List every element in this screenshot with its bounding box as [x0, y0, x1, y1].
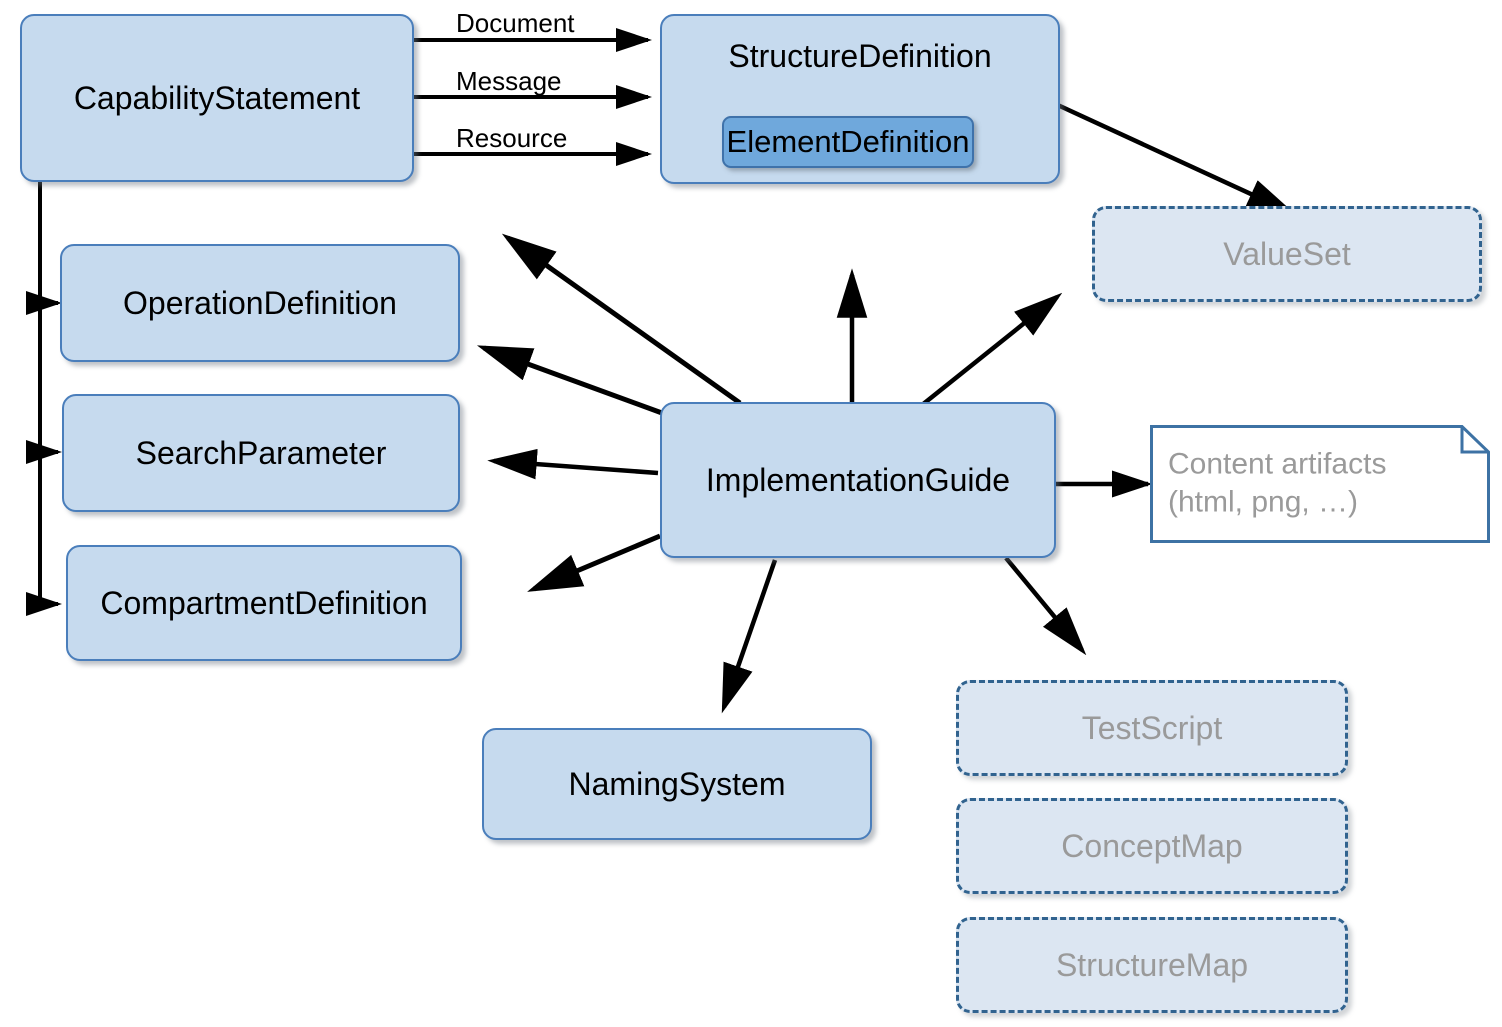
edge-ig-to-structuredefinition [501, 233, 742, 406]
edge-ig-to-operationdefinition [476, 345, 663, 416]
edge-ig-to-compartmentdefinition [527, 533, 661, 592]
note-shape-icon [1150, 425, 1490, 543]
node-element-definition[interactable]: ElementDefinition [722, 116, 974, 168]
node-test-script[interactable]: TestScript [956, 680, 1348, 776]
node-structure-definition[interactable]: StructureDefinition ElementDefinition [660, 14, 1060, 184]
edge-ig-to-testscript [1004, 556, 1087, 656]
node-label-structure-map: StructureMap [1055, 946, 1249, 983]
node-label-structure-definition: StructureDefinition [728, 38, 992, 74]
edge-label-message: Message [456, 66, 562, 96]
edge-label-resource: Resource [456, 123, 568, 153]
node-label-operation-definition: OperationDefinition [123, 284, 397, 321]
node-capability-statement[interactable]: CapabilityStatement [20, 14, 414, 182]
node-content-artifacts[interactable]: Content artifacts (html, png, …) [1150, 425, 1490, 543]
node-label-element-definition: ElementDefinition [726, 124, 970, 159]
node-label-capability-statement: CapabilityStatement [73, 79, 361, 116]
edge-ig-to-searchparameter [487, 448, 659, 480]
edge-ig-to-namingsystem [721, 559, 778, 714]
node-label-search-parameter: SearchParameter [135, 434, 387, 471]
node-concept-map[interactable]: ConceptMap [956, 798, 1348, 894]
node-implementation-guide[interactable]: ImplementationGuide [660, 402, 1056, 558]
node-compartment-definition[interactable]: CompartmentDefinition [66, 545, 462, 661]
node-label-value-set: ValueSet [1223, 235, 1351, 272]
node-label-naming-system: NamingSystem [568, 765, 786, 802]
node-label-compartment-definition: CompartmentDefinition [100, 584, 428, 621]
node-value-set[interactable]: ValueSet [1092, 206, 1482, 302]
node-naming-system[interactable]: NamingSystem [482, 728, 872, 840]
node-label-implementation-guide: ImplementationGuide [705, 461, 1011, 498]
node-search-parameter[interactable]: SearchParameter [62, 394, 460, 512]
edge-ig-to-valueset [920, 292, 1063, 407]
node-label-test-script: TestScript [1081, 709, 1223, 746]
node-structure-map[interactable]: StructureMap [956, 917, 1348, 1013]
node-operation-definition[interactable]: OperationDefinition [60, 244, 460, 362]
node-label-concept-map: ConceptMap [1061, 827, 1243, 864]
edge-structure-to-valueset [1048, 98, 1297, 215]
edge-label-document: Document [456, 8, 575, 38]
node-label-content-artifacts: Content artifacts (html, png, …) [1168, 447, 1387, 519]
